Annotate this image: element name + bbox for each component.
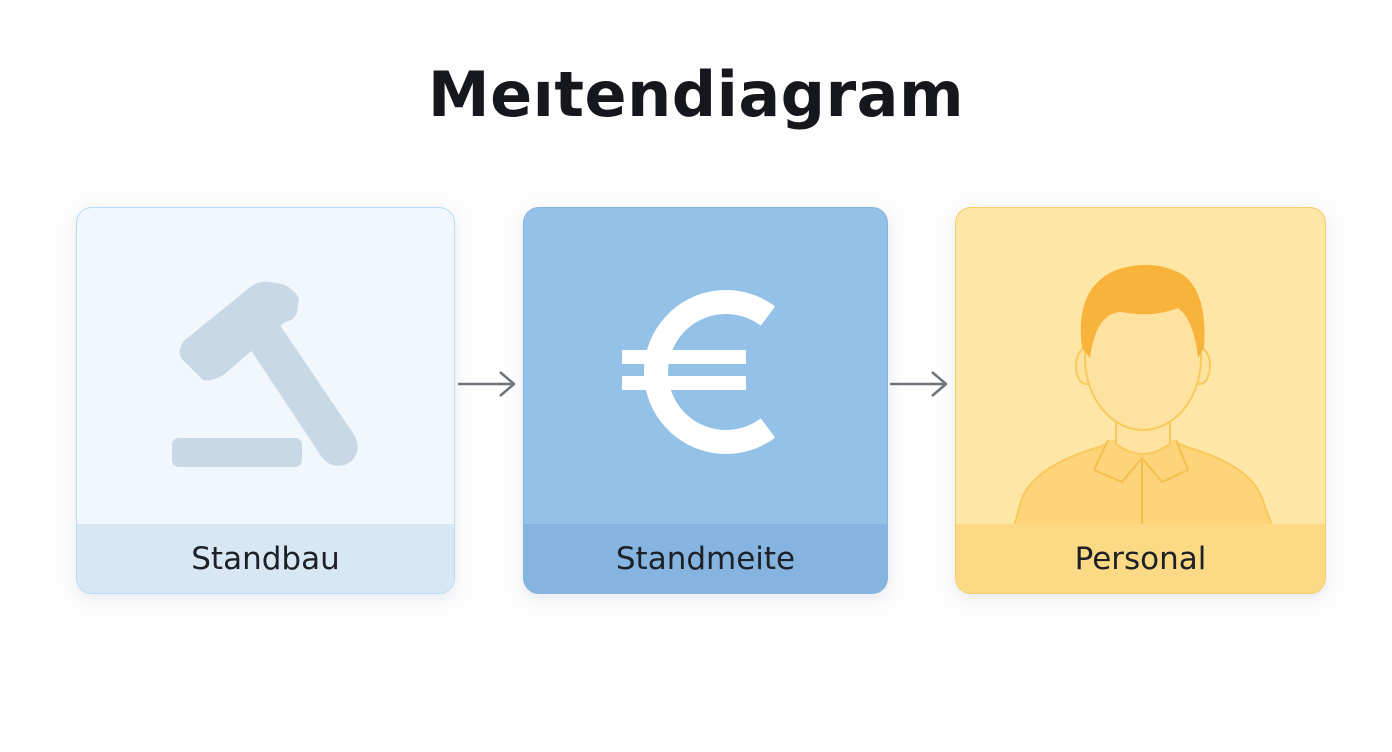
step-label-standmeite: Standmeite bbox=[615, 540, 796, 577]
step-card-standmeite: Standmeite bbox=[523, 207, 888, 594]
step-icon-area bbox=[956, 208, 1325, 526]
step-icon-area bbox=[524, 208, 887, 526]
step-icon-area bbox=[77, 208, 454, 526]
euro-icon bbox=[622, 290, 776, 454]
step-label-personal: Personal bbox=[1074, 540, 1207, 577]
arrow-right-icon bbox=[458, 371, 516, 397]
gavel-icon bbox=[172, 281, 358, 467]
step-card-standbau: Standbau bbox=[76, 207, 455, 594]
step-label-bar: Personal bbox=[956, 524, 1325, 593]
step-label-bar: Standmeite bbox=[524, 524, 887, 593]
step-label-bar: Standbau bbox=[77, 524, 454, 593]
person-icon bbox=[1012, 264, 1274, 526]
step-label-standbau: Standbau bbox=[191, 540, 340, 577]
step-card-personal: Personal bbox=[955, 207, 1326, 594]
arrow-right-icon bbox=[890, 371, 948, 397]
page-title: Meıtendiagram bbox=[427, 58, 965, 131]
